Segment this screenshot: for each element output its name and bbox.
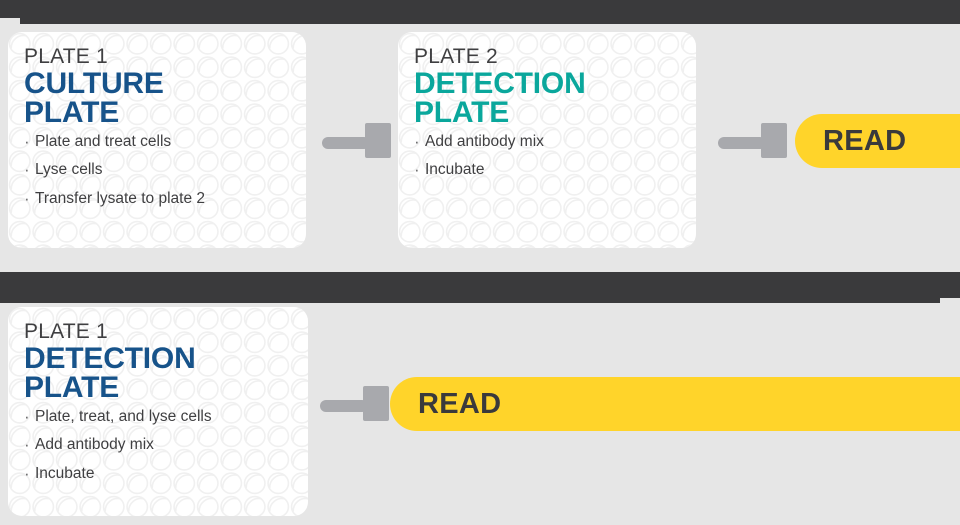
plate-steps-list: Plate, treat, and lyse cells Add antibod… (24, 408, 292, 481)
plate-number-label: PLATE 2 (414, 45, 498, 68)
arrow-connector-icon (322, 123, 392, 173)
read-button-label: READ (418, 387, 502, 420)
arrow-head (761, 123, 787, 158)
arrow-shaft (320, 400, 368, 412)
list-item: Incubate (414, 161, 680, 177)
list-item: Plate, treat, and lyse cells (24, 408, 292, 424)
plate-title: CULTURE PLATE (24, 67, 164, 130)
list-item: Add antibody mix (414, 133, 680, 149)
list-item: Plate and treat cells (24, 133, 290, 149)
plate-steps-list: Plate and treat cells Lyse cells Transfe… (24, 133, 290, 206)
arrow-connector-icon (320, 386, 400, 436)
read-button-label: READ (823, 124, 907, 157)
read-button[interactable]: READ (795, 114, 960, 168)
arrow-head (365, 123, 391, 158)
plate-steps-list: Add antibody mix Incubate (414, 133, 680, 178)
plate-title: DETECTION PLATE (414, 67, 586, 130)
middle-bar-notch (940, 272, 960, 298)
plate-card-detection-plate-single[interactable]: PLATE 1 DETECTION PLATE Plate, treat, an… (8, 307, 308, 516)
top-divider-bar (20, 0, 960, 24)
arrow-shaft (718, 137, 766, 149)
plate-card-detection-plate[interactable]: PLATE 2 DETECTION PLATE Add antibody mix… (398, 32, 696, 248)
plate-number-label: PLATE 1 (24, 320, 108, 343)
two-plate-workflow-row: PLATE 1 CULTURE PLATE Plate and treat ce… (0, 24, 960, 272)
list-item: Incubate (24, 465, 292, 481)
list-item: Add antibody mix (24, 436, 292, 452)
top-bar-notch (0, 0, 20, 18)
one-plate-workflow-row: PLATE 1 DETECTION PLATE Plate, treat, an… (0, 303, 960, 525)
plate-number-label: PLATE 1 (24, 45, 108, 68)
arrow-connector-icon (718, 123, 798, 173)
arrow-head (363, 386, 389, 421)
middle-divider-bar (0, 272, 940, 303)
plate-title: DETECTION PLATE (24, 342, 196, 405)
plate-card-culture-plate[interactable]: PLATE 1 CULTURE PLATE Plate and treat ce… (8, 32, 306, 248)
read-button[interactable]: READ (390, 377, 960, 431)
list-item: Transfer lysate to plate 2 (24, 190, 290, 206)
arrow-shaft (322, 137, 370, 149)
list-item: Lyse cells (24, 161, 290, 177)
